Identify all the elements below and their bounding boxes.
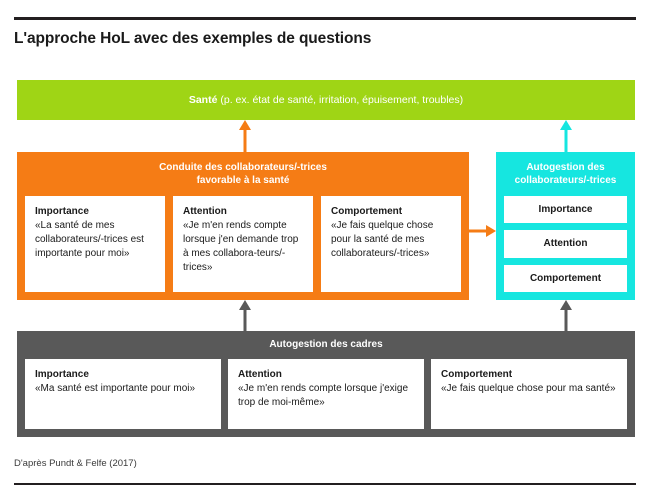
self-management-row-importance: Importance bbox=[504, 196, 627, 224]
source-citation: D'après Pundt & Felfe (2017) bbox=[14, 458, 137, 469]
health-outcome-label-bold: Santé bbox=[188, 94, 218, 106]
employee-self-management-title: Autogestion des collaborateurs/-trices bbox=[500, 161, 631, 187]
leadership-card-list: Importance «La santé de mes collaborateu… bbox=[25, 196, 461, 292]
arrow-head-icon bbox=[239, 120, 251, 130]
card-text: «Je fais quelque chose pour ma santé» bbox=[441, 383, 616, 394]
arrow-shaft bbox=[564, 128, 568, 152]
employee-self-management-title-line2: collaborateurs/-trices bbox=[514, 175, 617, 186]
card-title: Attention bbox=[238, 369, 282, 380]
executive-card-attention: Attention «Je m'en rends compte lorsque … bbox=[228, 359, 424, 429]
arrow-up-gray-left-icon bbox=[238, 300, 252, 331]
executive-card-comportement: Comportement «Je fais quelque chose pour… bbox=[431, 359, 627, 429]
arrow-head-icon bbox=[560, 300, 572, 310]
self-management-row-attention: Attention bbox=[504, 230, 627, 258]
employee-self-management-block: Autogestion des collaborateurs/-trices I… bbox=[496, 152, 635, 300]
health-outcome-bar: Santé (p. ex. état de santé, irritation,… bbox=[17, 80, 635, 120]
executive-card-importance: Importance «Ma santé est importante pour… bbox=[25, 359, 221, 429]
top-divider-rule bbox=[14, 17, 636, 20]
employee-self-management-row-list: Importance Attention Comportement bbox=[504, 196, 627, 292]
card-text: «Je fais quelque chose pour la santé de … bbox=[331, 220, 434, 259]
leadership-card-attention: Attention «Je m'en rends compte lorsque … bbox=[173, 196, 313, 292]
leadership-block-title: Conduite des collaborateurs/-trices favo… bbox=[17, 161, 469, 187]
executive-card-list: Importance «Ma santé est importante pour… bbox=[25, 359, 627, 429]
card-title: Importance bbox=[35, 206, 89, 217]
arrow-up-cyan-icon bbox=[559, 120, 573, 152]
executive-self-management-block: Autogestion des cadres Importance «Ma sa… bbox=[17, 331, 635, 437]
card-text: «Je m'en rends compte lorsque j'en deman… bbox=[183, 220, 299, 273]
card-title: Attention bbox=[183, 206, 227, 217]
arrow-right-orange-icon bbox=[469, 224, 496, 238]
arrow-shaft bbox=[469, 229, 487, 233]
card-text: «Ma santé est importante pour moi» bbox=[35, 383, 196, 394]
card-title: Comportement bbox=[331, 206, 403, 217]
arrow-head-icon bbox=[560, 120, 572, 130]
arrow-shaft bbox=[564, 308, 568, 331]
arrow-head-icon bbox=[239, 300, 251, 310]
health-outcome-label-rest: (p. ex. état de santé, irritation, épuis… bbox=[217, 94, 464, 106]
card-text: «La santé de mes collaborateurs/-trices … bbox=[35, 220, 144, 259]
leadership-card-comportement: Comportement «Je fais quelque chose pour… bbox=[321, 196, 461, 292]
arrow-up-gray-right-icon bbox=[559, 300, 573, 331]
page-title: L'approche HoL avec des exemples de ques… bbox=[14, 30, 372, 47]
leadership-card-importance: Importance «La santé de mes collaborateu… bbox=[25, 196, 165, 292]
leadership-block-title-line1: Conduite des collaborateurs/-trices bbox=[159, 162, 327, 173]
arrow-shaft bbox=[243, 128, 247, 152]
arrow-up-orange-icon bbox=[238, 120, 252, 152]
arrow-shaft bbox=[243, 308, 247, 331]
leadership-block-title-line2: favorable à la santé bbox=[196, 175, 290, 186]
executive-self-management-title: Autogestion des cadres bbox=[269, 339, 383, 350]
health-outcome-label: Santé (p. ex. état de santé, irritation,… bbox=[189, 94, 463, 106]
card-title: Comportement bbox=[441, 369, 513, 380]
card-title: Importance bbox=[35, 369, 89, 380]
card-text: «Je m'en rends compte lorsque j'exige tr… bbox=[238, 383, 409, 408]
leadership-block: Conduite des collaborateurs/-trices favo… bbox=[17, 152, 469, 300]
bottom-divider-rule bbox=[14, 483, 636, 485]
employee-self-management-title-line1: Autogestion des bbox=[526, 162, 605, 173]
self-management-row-comportement: Comportement bbox=[504, 264, 627, 292]
arrow-head-icon bbox=[486, 225, 496, 237]
